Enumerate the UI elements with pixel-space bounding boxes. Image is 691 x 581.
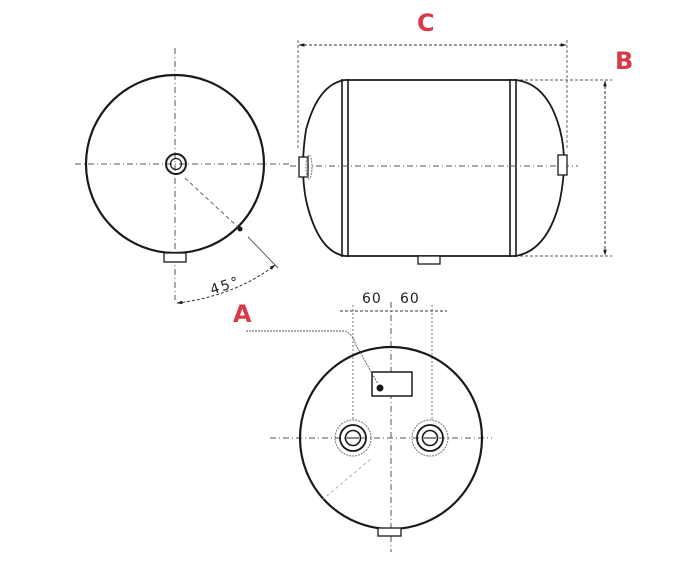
end-view-drain-boss xyxy=(163,252,187,263)
bottom-view-drain-boss xyxy=(377,527,402,537)
label-C: C xyxy=(417,9,435,37)
label-A: A xyxy=(233,300,252,328)
dimension-60-right: 60 xyxy=(400,291,420,307)
leader-A xyxy=(246,330,379,385)
side-view-left-port xyxy=(298,156,309,178)
label-B: B xyxy=(615,47,634,75)
angle-arc xyxy=(176,264,276,305)
side-view-right-port xyxy=(557,154,568,176)
side-view xyxy=(290,40,612,265)
dimension-60-left: 60 xyxy=(362,291,382,307)
end-view xyxy=(75,48,290,305)
end-view-port-outer xyxy=(165,153,187,175)
bottom-view xyxy=(246,302,492,552)
nameplate xyxy=(371,371,413,397)
end-view-port-inner xyxy=(169,157,183,171)
side-view-drain-boss xyxy=(417,255,441,265)
